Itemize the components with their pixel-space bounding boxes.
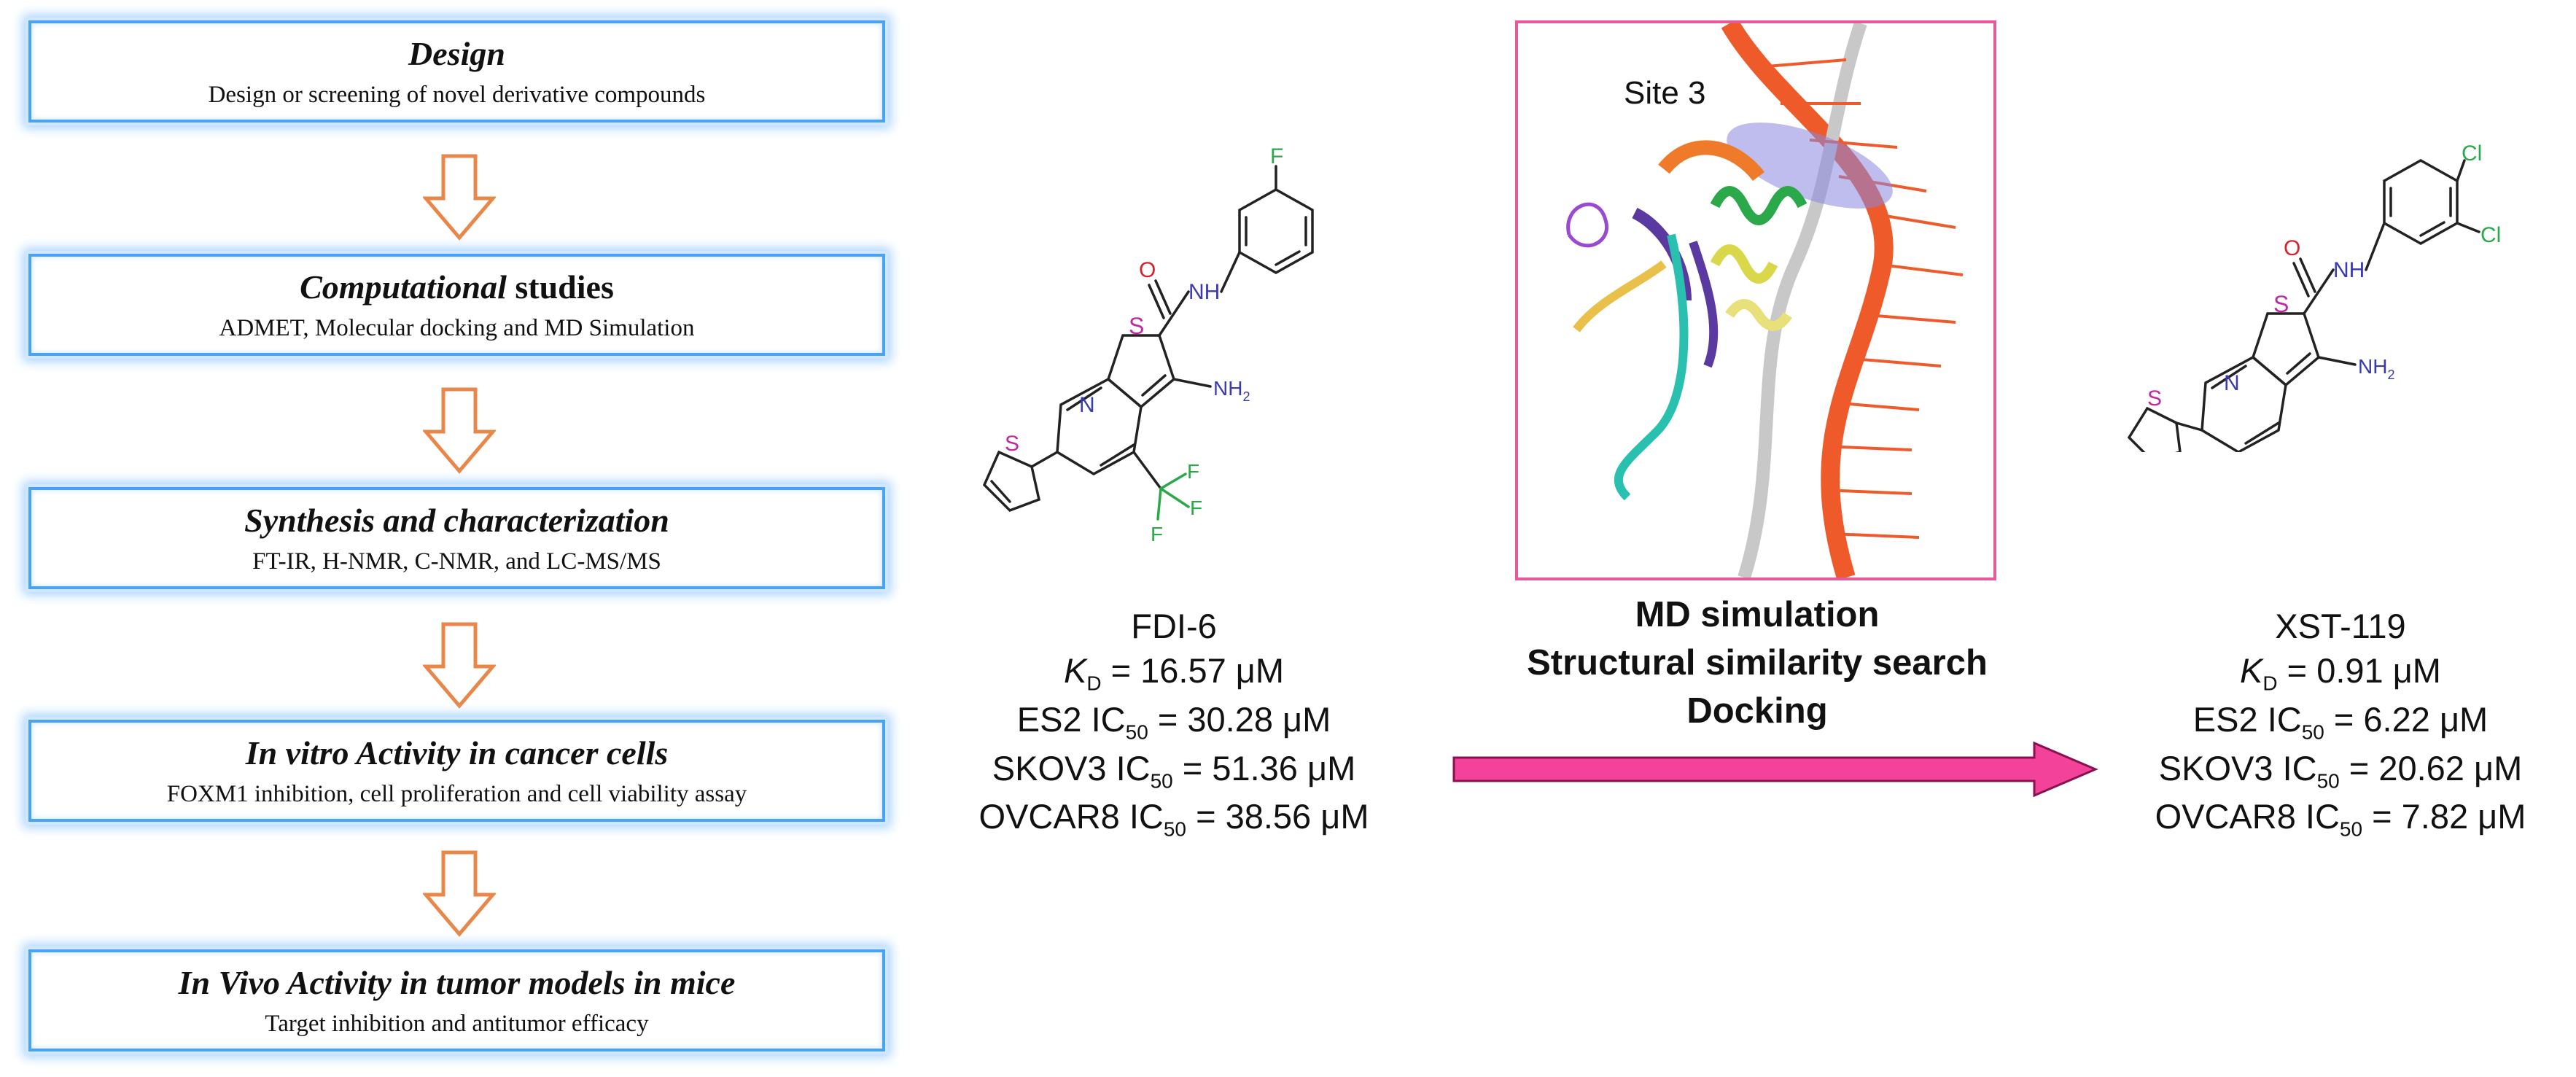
atom-label: F <box>1187 460 1199 483</box>
step-design: Design Design or screening of novel deri… <box>28 20 885 123</box>
down-arrow-icon <box>423 387 496 474</box>
phenyl-ring <box>1238 187 1314 275</box>
ic50-row: SKOV3 IC50 = 20.62 μM <box>2158 748 2523 793</box>
step-title: Computational <box>300 268 507 306</box>
method-item: Docking <box>1686 691 1828 731</box>
xst119-stats: XST-119 KD = 0.91 μM ES2 IC50 = 6.22 μM … <box>2114 604 2567 843</box>
method-item: Structural similarity search <box>1527 643 1988 683</box>
atom-label: S <box>1129 313 1144 339</box>
down-arrow-icon <box>423 154 496 241</box>
atom-label: N <box>2224 371 2240 395</box>
atom-label: NH <box>2333 258 2365 282</box>
down-arrow-icon <box>423 850 496 937</box>
protein-dna-structure-image: Site 3 <box>1515 20 1996 580</box>
fdi6-stats: FDI-6 KD = 16.57 μM ES2 IC50 = 30.28 μM … <box>941 604 1407 843</box>
atom-label: NH2 <box>1213 377 1250 404</box>
ic50-row: SKOV3 IC50 = 51.36 μM <box>992 748 1356 793</box>
kd-row: KD = 0.91 μM <box>2240 651 2441 695</box>
ic50-row: OVCAR8 IC50 = 7.82 μM <box>2155 797 2526 841</box>
atom-label: Cl <box>2480 223 2501 247</box>
step-subtitle: FOXM1 inhibition, cell proliferation and… <box>166 780 747 807</box>
down-arrow-icon <box>423 622 496 709</box>
atom-label: N <box>1079 393 1095 417</box>
methods-list: MD simulation Structural similarity sear… <box>1429 591 2085 735</box>
step-subtitle: FT-IR, H-NMR, C-NMR, and LC-MS/MS <box>252 548 661 575</box>
atom-label: F <box>1151 523 1163 545</box>
step-subtitle: Target inhibition and antitumor efficacy <box>265 1010 649 1037</box>
fdi6-structure: F O NH S NH2 N S F F F <box>982 146 1314 545</box>
step-subtitle: ADMET, Molecular docking and MD Simulati… <box>219 314 695 341</box>
step-title: Design <box>408 35 505 72</box>
step-computational: Computational studies ADMET, Molecular d… <box>28 254 885 356</box>
kd-row: KD = 16.57 μM <box>1063 651 1285 695</box>
step-title: Synthesis and characterization <box>244 502 669 539</box>
atom-label: Cl <box>2462 141 2482 166</box>
site-label: Site 3 <box>1624 75 1706 111</box>
atom-label: S <box>1005 432 1019 456</box>
ic50-row: OVCAR8 IC50 = 38.56 μM <box>978 797 1369 841</box>
atom-label: O <box>1139 258 1156 282</box>
xst119-structure: Cl Cl O NH S NH2 N S <box>2127 141 2501 452</box>
compound-name: FDI-6 <box>1131 607 1217 645</box>
atom-label: O <box>2284 236 2300 260</box>
method-item: MD simulation <box>1635 595 1880 634</box>
protein-dna-illustration: Site 3 <box>1566 23 1964 578</box>
step-title: In Vivo Activity in tumor models in mice <box>178 964 736 1001</box>
atom-label: F <box>1270 146 1283 168</box>
step-in-vitro: In vitro Activity in cancer cells FOXM1 … <box>28 720 885 822</box>
atom-label: NH2 <box>2358 355 2394 382</box>
ic50-row: ES2 IC50 = 6.22 μM <box>2192 699 2489 744</box>
right-arrow-icon <box>1452 741 2098 798</box>
atom-label: S <box>2273 291 2289 317</box>
atom-label: F <box>1190 497 1202 519</box>
step-subtitle: Design or screening of novel derivative … <box>208 81 706 108</box>
atom-label: S <box>2147 386 2162 411</box>
step-synthesis: Synthesis and characterization FT-IR, H-… <box>28 487 885 589</box>
atom-label: NH <box>1188 280 1220 304</box>
step-in-vivo: In Vivo Activity in tumor models in mice… <box>28 949 885 1051</box>
workflow-diagram: Design Design or screening of novel deri… <box>0 0 970 1077</box>
compound-name: XST-119 <box>2275 607 2406 645</box>
ic50-row: ES2 IC50 = 30.28 μM <box>1016 699 1331 744</box>
step-title: In vitro Activity in cancer cells <box>245 734 669 771</box>
